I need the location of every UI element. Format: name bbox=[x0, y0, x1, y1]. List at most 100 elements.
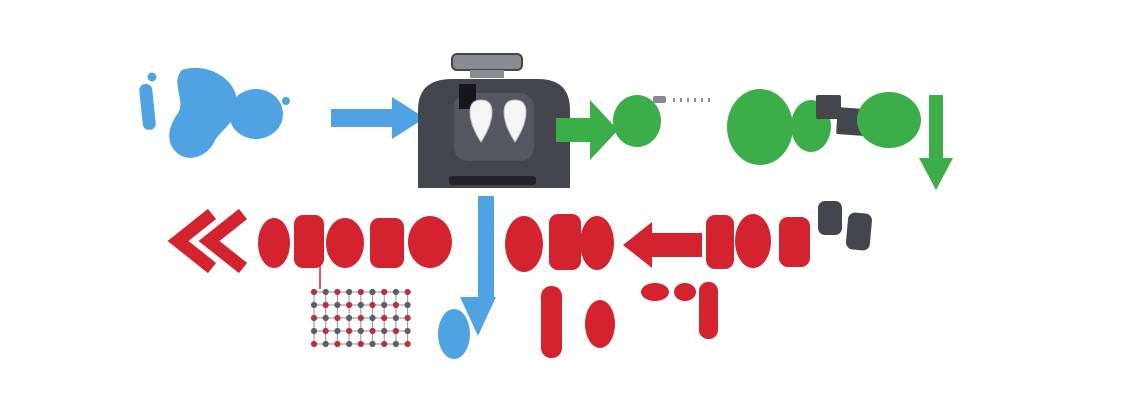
sealed-ampoule-1 bbox=[469, 99, 493, 143]
link-dash bbox=[653, 96, 666, 103]
product-glyph-1 bbox=[613, 95, 661, 147]
reactant-symbols bbox=[139, 67, 290, 158]
lattice-atom bbox=[392, 327, 399, 335]
lattice-atom bbox=[357, 314, 364, 322]
result-symbols-lower bbox=[541, 282, 718, 358]
lattice-atom bbox=[381, 314, 388, 322]
lattice-atom bbox=[357, 340, 364, 348]
sealed-ampoule-2 bbox=[503, 99, 527, 143]
lattice-atom bbox=[357, 327, 364, 335]
lattice-atom bbox=[392, 288, 399, 296]
blue-down-arrow-shaft bbox=[478, 196, 494, 300]
lattice-atom bbox=[322, 314, 329, 322]
lattice-atom bbox=[392, 314, 399, 322]
lattice-atom bbox=[404, 301, 411, 309]
result-glyph bbox=[699, 282, 718, 339]
lattice-atom bbox=[322, 288, 329, 296]
lattice-atom bbox=[404, 314, 411, 322]
lattice-atom bbox=[322, 327, 329, 335]
lattice-atom bbox=[334, 301, 341, 309]
lattice-atom bbox=[310, 340, 318, 348]
lattice-atom bbox=[334, 327, 341, 335]
lattice-atom bbox=[346, 288, 353, 296]
lattice-atom bbox=[369, 327, 376, 335]
lattice-atom bbox=[310, 301, 318, 309]
lattice-atom bbox=[310, 327, 318, 335]
chevron-left-1 bbox=[167, 208, 217, 274]
lattice-atom bbox=[334, 288, 341, 296]
lattice-atom bbox=[404, 288, 411, 296]
result-glyph bbox=[706, 215, 734, 269]
result-glyph bbox=[505, 216, 543, 272]
result-glyph bbox=[549, 214, 581, 270]
lattice-atom bbox=[346, 314, 353, 322]
chevron-left-2 bbox=[198, 208, 248, 274]
blue-down-arrow-head bbox=[460, 297, 496, 336]
result-glyph bbox=[580, 216, 614, 270]
product-glyph-2 bbox=[727, 89, 793, 165]
result-glyph bbox=[585, 300, 615, 348]
lattice-atom bbox=[346, 327, 353, 335]
result-glyph bbox=[674, 283, 696, 301]
lattice-atom bbox=[334, 340, 341, 348]
lattice-atom bbox=[346, 301, 353, 309]
furnace-base bbox=[449, 176, 536, 185]
furnace-cap-stem bbox=[470, 70, 504, 78]
result-glyph bbox=[408, 216, 452, 268]
sample-square-1 bbox=[816, 95, 841, 119]
reactant-glyph-round bbox=[229, 89, 283, 139]
lattice-atom bbox=[381, 327, 388, 335]
result-glyph bbox=[541, 286, 562, 358]
result-symbols-2 bbox=[505, 214, 614, 272]
crystal-lattice bbox=[310, 288, 411, 348]
lattice-atom bbox=[369, 340, 376, 348]
reactant-glyph-dot-2 bbox=[282, 97, 290, 105]
lattice-atom bbox=[369, 301, 376, 309]
lattice-atom bbox=[322, 301, 329, 309]
furnace-cap bbox=[451, 53, 523, 71]
furnace bbox=[418, 53, 570, 188]
result-glyph bbox=[735, 214, 771, 268]
lattice-atom bbox=[369, 314, 376, 322]
lattice-atom bbox=[392, 301, 399, 309]
lattice-atom bbox=[334, 314, 341, 322]
result-symbols-3 bbox=[706, 214, 810, 269]
lattice-atom bbox=[404, 327, 411, 335]
result-glyph bbox=[326, 218, 364, 268]
side-glyph-1 bbox=[818, 201, 842, 235]
side-glyph-2 bbox=[845, 212, 872, 251]
forward-arrow-right bbox=[331, 97, 425, 139]
reactant-glyph-large bbox=[169, 67, 238, 158]
result-symbols-1 bbox=[258, 215, 452, 268]
side-symbols bbox=[818, 201, 872, 251]
lattice-atom bbox=[369, 288, 376, 296]
furnace-display bbox=[459, 84, 476, 109]
green-down-arrow bbox=[919, 95, 953, 190]
reactant-glyph-dot bbox=[147, 72, 157, 82]
lattice-atom bbox=[381, 288, 388, 296]
lattice-atom bbox=[381, 301, 388, 309]
result-glyph bbox=[258, 218, 290, 268]
back-arrow-chevrons bbox=[167, 208, 248, 274]
reactant-glyph-small bbox=[139, 83, 156, 130]
blue-down-arrow bbox=[438, 196, 496, 359]
product-glyph-4 bbox=[857, 92, 921, 148]
blue-glyph bbox=[438, 309, 470, 359]
result-glyph bbox=[641, 283, 669, 301]
lattice-atom bbox=[310, 288, 318, 296]
result-glyph bbox=[779, 217, 810, 267]
product-symbols bbox=[556, 89, 953, 190]
lattice-atom bbox=[310, 314, 318, 322]
result-glyph bbox=[294, 215, 324, 268]
lattice-atom bbox=[357, 301, 364, 309]
lattice-atom bbox=[357, 288, 364, 296]
lattice-atom bbox=[392, 340, 399, 348]
product-arrow-right bbox=[556, 100, 618, 160]
lattice-atom bbox=[346, 340, 353, 348]
back-arrow-block-left bbox=[623, 222, 702, 268]
lattice-atom bbox=[404, 340, 411, 348]
lattice-atom bbox=[381, 340, 388, 348]
lattice-atom bbox=[322, 340, 329, 348]
